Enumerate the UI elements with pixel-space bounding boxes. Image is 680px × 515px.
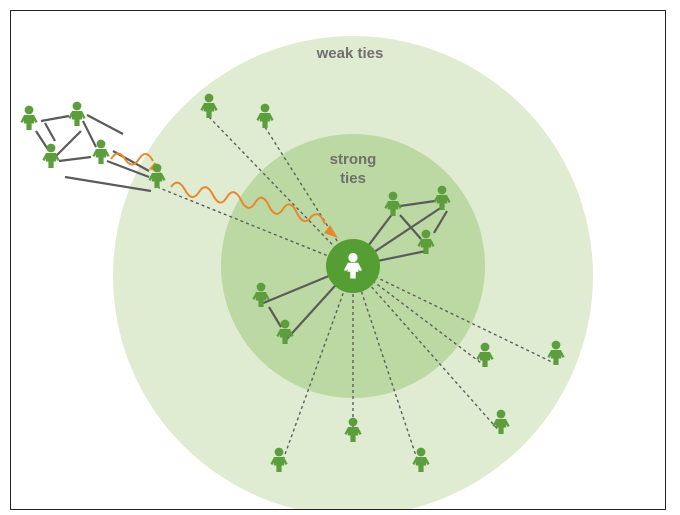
cluster-link (82, 120, 97, 148)
person-icon (20, 105, 38, 130)
weak-tie-link (278, 265, 354, 472)
cluster-link (40, 114, 70, 123)
cluster-link (44, 122, 56, 142)
arrow-head-icon (324, 225, 338, 238)
info-flow-path-1 (110, 152, 154, 166)
weak-tie-link (156, 186, 354, 267)
weak-tie-link (208, 116, 354, 267)
weak-tie-link (352, 265, 502, 434)
cluster-link (55, 130, 82, 157)
cluster-link (64, 175, 152, 193)
weak-tie-link (352, 265, 486, 367)
strong-tie-link (268, 306, 282, 328)
info-flow-path-2 (170, 181, 326, 225)
strong-tie-link (399, 199, 436, 208)
weak-ties-label: weak ties (316, 45, 384, 62)
cluster-link (58, 155, 92, 163)
strong-tie-link (399, 214, 422, 240)
weak-tie-link (352, 265, 557, 365)
cluster-link (106, 159, 150, 179)
person-icon (42, 143, 60, 168)
outside-cluster-links (35, 114, 152, 193)
cluster-link (86, 114, 124, 135)
strong-tie-link (433, 210, 448, 234)
weak-tie-links (156, 116, 557, 472)
